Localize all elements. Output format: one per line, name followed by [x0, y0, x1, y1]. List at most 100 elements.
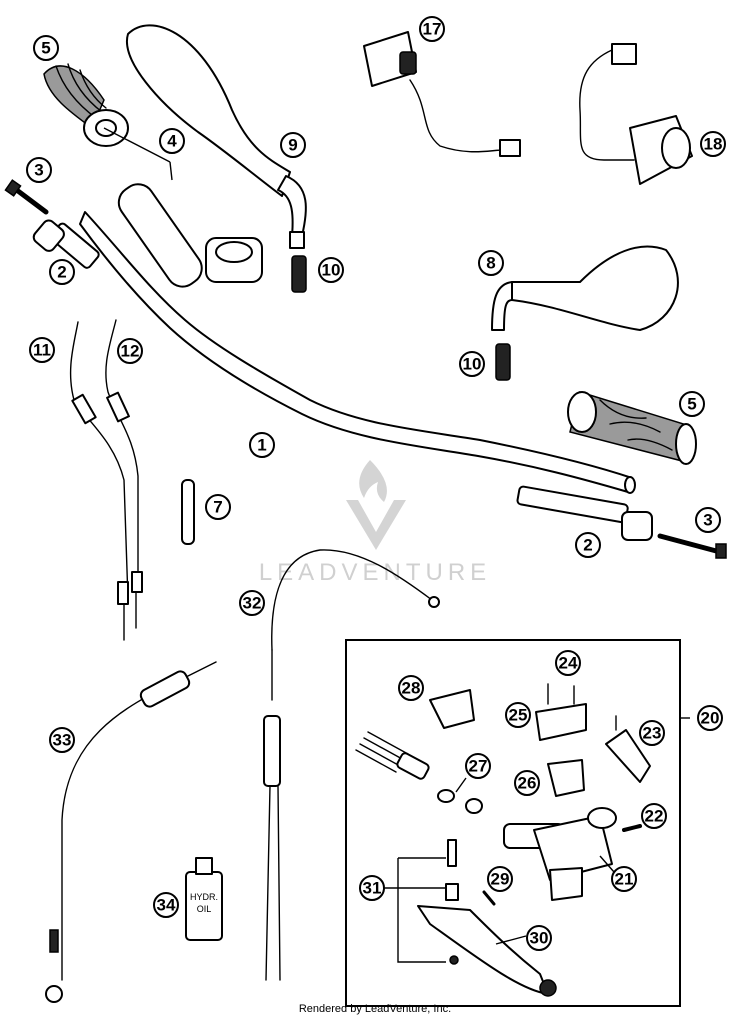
svg-text:12: 12 — [121, 342, 140, 361]
callout-28: 28 — [398, 675, 424, 701]
mirror-adapter-right — [495, 343, 511, 381]
callout-22: 22 — [641, 803, 667, 829]
screw-22 — [622, 824, 642, 832]
leader-lines — [103, 127, 690, 963]
callout-21: 21 — [611, 866, 637, 892]
callout-11: 11 — [29, 337, 55, 363]
callout-23: 23 — [639, 720, 665, 746]
svg-text:2: 2 — [57, 263, 66, 282]
switch-left — [363, 31, 521, 157]
callout-5-left: 5 — [33, 35, 59, 61]
switch-right — [579, 43, 693, 185]
handlebar-grip-right — [567, 391, 697, 465]
footer-credit: Rendered by LeadVenture, Inc. — [298, 1003, 452, 1015]
svg-text:3: 3 — [703, 511, 712, 530]
callout-25: 25 — [505, 702, 531, 728]
callout-5-right: 5 — [679, 391, 705, 417]
svg-text:30: 30 — [530, 929, 549, 948]
piston-spring-27 — [355, 731, 483, 814]
svg-text:2: 2 — [583, 536, 592, 555]
callout-1: 1 — [249, 432, 275, 458]
callout-34: 34 — [153, 892, 179, 918]
svg-text:10: 10 — [463, 355, 482, 374]
svg-text:10: 10 — [322, 261, 341, 280]
hydraulic-oil-bottle: HYDR. OIL — [185, 857, 223, 941]
bar-end-weight-right — [516, 485, 653, 541]
callout-12: 12 — [117, 338, 143, 364]
diaphragm-26 — [547, 759, 585, 797]
callout-17: 17 — [419, 16, 445, 42]
svg-text:31: 31 — [363, 879, 382, 898]
svg-text:24: 24 — [559, 654, 578, 673]
svg-text:29: 29 — [491, 870, 510, 889]
throttle-grip — [117, 183, 263, 288]
throttle-cable-12 — [105, 319, 143, 629]
callout-7: 7 — [205, 494, 231, 520]
svg-text:21: 21 — [615, 870, 634, 889]
svg-text:11: 11 — [33, 341, 51, 360]
reservoir-cap-25 — [535, 683, 587, 741]
mirror-right — [491, 245, 679, 331]
oil-label-line1: HYDR. — [190, 892, 218, 902]
svg-text:17: 17 — [423, 20, 442, 39]
svg-text:18: 18 — [704, 135, 723, 154]
svg-text:27: 27 — [469, 757, 488, 776]
callout-4: 4 — [159, 128, 185, 154]
clutch-cable — [263, 549, 440, 981]
callouts: 1 2 2 3 3 4 5 5 7 8 9 10 10 11 12 17 18 … — [26, 16, 726, 951]
svg-text:32: 32 — [243, 594, 262, 613]
throttle-cable-11 — [69, 321, 129, 641]
callout-3-right: 3 — [695, 507, 721, 533]
reservoir-cover-28 — [429, 689, 475, 729]
callout-10-right: 10 — [459, 351, 485, 377]
svg-text:5: 5 — [41, 39, 50, 58]
svg-text:25: 25 — [509, 706, 528, 725]
lever-pivot-23 — [605, 715, 651, 783]
handlebar-grip-left — [43, 63, 129, 147]
callout-2-left: 2 — [49, 259, 75, 285]
svg-text:26: 26 — [518, 774, 537, 793]
lever-30 — [417, 905, 557, 997]
handlebar-end — [624, 476, 636, 494]
callout-3-left: 3 — [26, 157, 52, 183]
svg-text:9: 9 — [288, 136, 297, 155]
svg-text:3: 3 — [34, 161, 43, 180]
hydraulic-hose — [45, 661, 217, 1003]
callout-10-left: 10 — [318, 257, 344, 283]
callout-20: 20 — [697, 705, 723, 731]
callout-24: 24 — [555, 650, 581, 676]
spring-29 — [482, 890, 496, 906]
mirror-adapter-left — [291, 255, 307, 293]
svg-text:4: 4 — [167, 132, 177, 151]
watermark: LEADVENTURE — [259, 460, 491, 586]
clutch-master-cylinder-box — [345, 639, 681, 1007]
watermark-text: LEADVENTURE — [259, 559, 491, 586]
master-cylinder-body-21 — [503, 807, 617, 901]
callout-8: 8 — [478, 250, 504, 276]
callout-31: 31 — [359, 875, 385, 901]
callout-18: 18 — [700, 131, 726, 157]
svg-text:5: 5 — [687, 395, 696, 414]
mirror-left — [125, 24, 307, 249]
pivot-bolt-31 — [445, 839, 459, 965]
svg-text:23: 23 — [643, 724, 662, 743]
svg-text:7: 7 — [213, 498, 222, 517]
callout-33: 33 — [49, 727, 75, 753]
bar-end-weight-left — [32, 219, 100, 269]
svg-text:33: 33 — [53, 731, 72, 750]
svg-text:28: 28 — [402, 679, 421, 698]
screw-left — [4, 179, 49, 215]
screw-right — [657, 533, 727, 559]
svg-text:34: 34 — [157, 896, 176, 915]
oil-label-line2: OIL — [197, 904, 212, 914]
callout-26: 26 — [514, 770, 540, 796]
svg-text:8: 8 — [486, 254, 495, 273]
callout-2-right: 2 — [575, 532, 601, 558]
callout-32: 32 — [239, 590, 265, 616]
callout-29: 29 — [487, 866, 513, 892]
callout-30: 30 — [526, 925, 552, 951]
callout-27: 27 — [465, 753, 491, 779]
callout-9: 9 — [280, 132, 306, 158]
svg-text:22: 22 — [645, 807, 664, 826]
